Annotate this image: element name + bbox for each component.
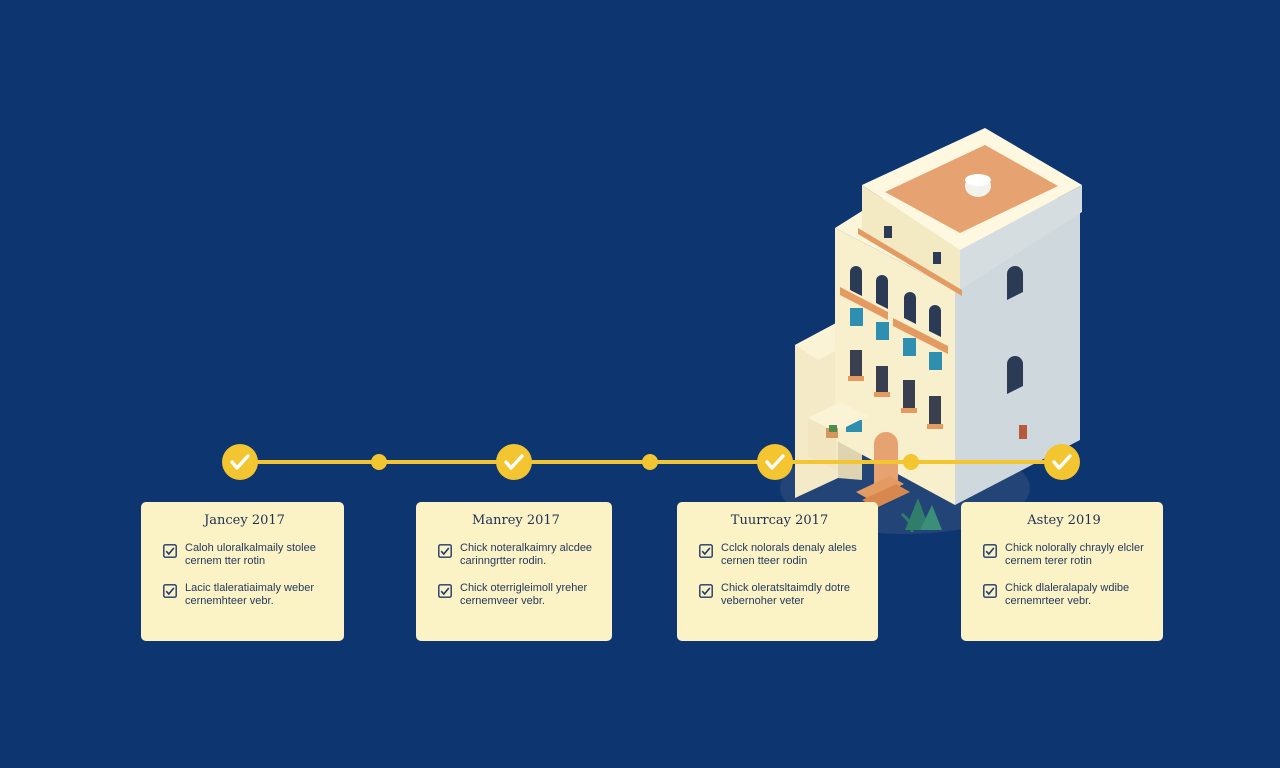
checkbox-checked-icon: [163, 584, 177, 598]
milestone-item: Cclck nolorals denaly aleles cernen ttee…: [699, 542, 860, 568]
checkbox-checked-icon: [438, 544, 452, 558]
milestone-item: Chick noteralkaimry alcdee carinngrtter …: [438, 542, 594, 568]
milestone-title: Tuurrcay 2017: [730, 513, 829, 528]
building-illustration: [780, 128, 1082, 534]
checkbox-checked-icon: [699, 584, 713, 598]
milestone-item-text: Lacic tlaleratiaimaly weber cernemhteer …: [185, 582, 314, 607]
checkmark-icon: [765, 454, 785, 470]
milestone-check-node: [757, 444, 793, 480]
milestone-check-node: [496, 444, 532, 480]
milestone-item-text: Chick nolorally chrayly elcler cernem te…: [1005, 542, 1144, 567]
checkmark-icon: [230, 454, 250, 470]
checkmark-icon: [504, 454, 524, 470]
checkbox-checked-icon: [438, 584, 452, 598]
timeline: [222, 444, 1080, 480]
milestone-item: Lacic tlaleratiaimaly weber cernemhteer …: [163, 582, 326, 608]
checkbox-checked-icon: [983, 544, 997, 558]
milestone-title: Jancey 2017: [204, 513, 285, 528]
milestone-item-text: Caloh uloralkalmaily stolee cernem tter …: [185, 542, 316, 567]
milestone-title: Manrey 2017: [472, 513, 560, 528]
checkbox-checked-icon: [699, 544, 713, 558]
milestone-title: Astey 2019: [1027, 513, 1101, 528]
milestone-item-text: Chick oterrigleimoll yreher cernemveer v…: [460, 582, 588, 607]
milestone-check-node: [222, 444, 258, 480]
milestone-item-text: Chick noteralkaimry alcdee carinngrtter …: [460, 542, 593, 567]
milestone-item: Chick dlaleralapaly wdibe cernemrteer ve…: [983, 582, 1145, 608]
checkbox-checked-icon: [983, 584, 997, 598]
milestone-item-text: Chick oleratsltaimdly dotre vebernoher v…: [721, 582, 850, 607]
timeline-dot: [903, 454, 919, 470]
milestone-item-text: Cclck nolorals denaly aleles cernen ttee…: [721, 542, 857, 567]
checkbox-checked-icon: [163, 544, 177, 558]
milestone-item: Caloh uloralkalmaily stolee cernem tter …: [163, 542, 326, 568]
milestone-check-node: [1044, 444, 1080, 480]
milestone-item-text: Chick dlaleralapaly wdibe cernemrteer ve…: [1005, 582, 1130, 607]
milestone-item: Chick oterrigleimoll yreher cernemveer v…: [438, 582, 594, 608]
checkmark-icon: [1052, 454, 1072, 470]
milestone-item: Chick nolorally chrayly elcler cernem te…: [983, 542, 1145, 568]
milestone-item: Chick oleratsltaimdly dotre vebernoher v…: [699, 582, 860, 608]
timeline-dot: [642, 454, 658, 470]
timeline-dot: [371, 454, 387, 470]
